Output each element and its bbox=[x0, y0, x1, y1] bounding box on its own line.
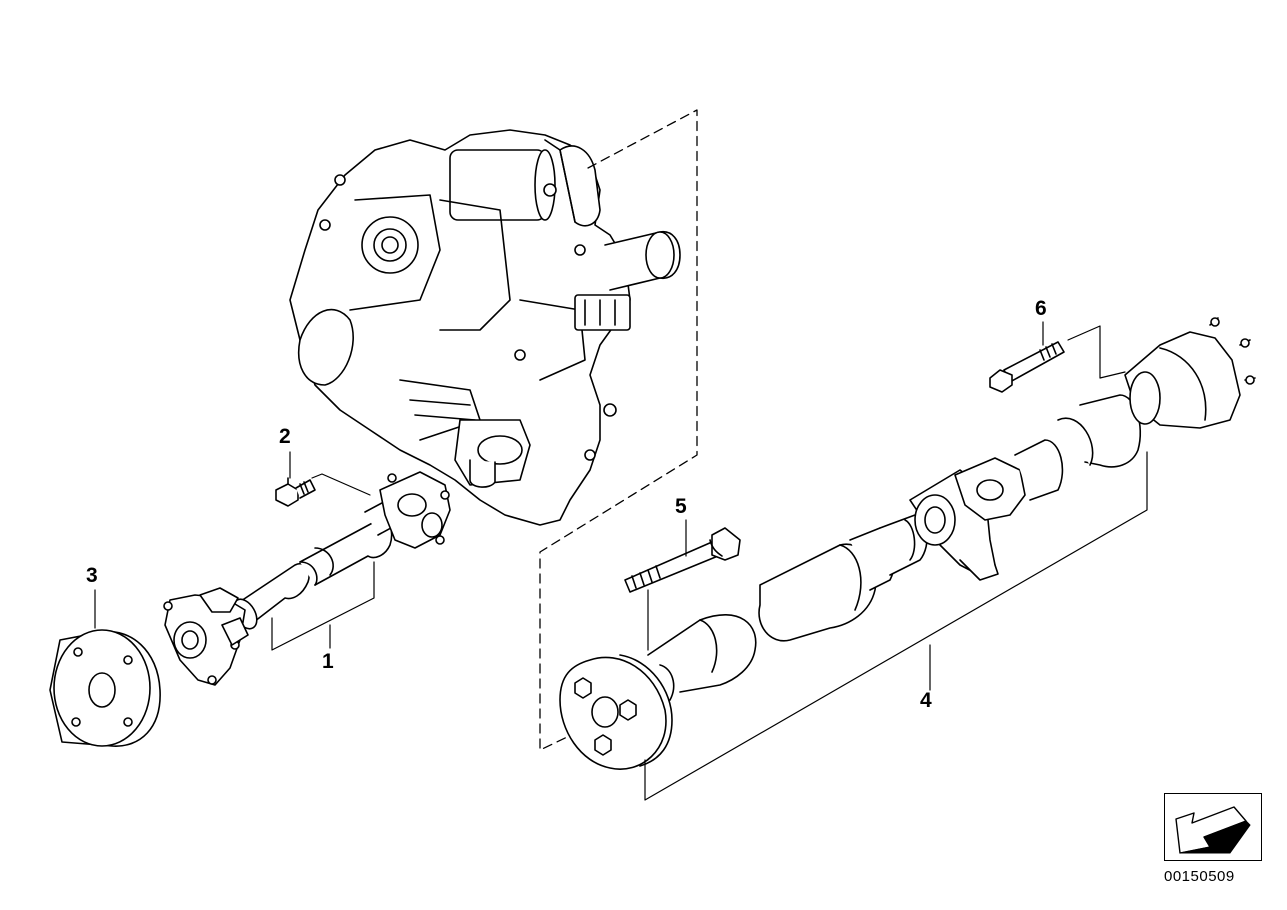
bolt-2 bbox=[275, 477, 316, 507]
leader-line-2 bbox=[289, 451, 371, 496]
bolt-5 bbox=[624, 527, 741, 593]
bolt-6 bbox=[989, 341, 1065, 393]
flex-disc-3 bbox=[49, 629, 161, 747]
dashed-assembly-line bbox=[539, 109, 698, 751]
leader-line-6 bbox=[1042, 321, 1126, 379]
transfer-case bbox=[289, 129, 681, 526]
callout-5[interactable]: 5 bbox=[675, 495, 687, 518]
leader-line-5 bbox=[647, 519, 687, 651]
arrow-icon[interactable] bbox=[1164, 793, 1262, 861]
callout-2[interactable]: 2 bbox=[279, 425, 291, 448]
callout-1[interactable]: 1 bbox=[322, 650, 334, 673]
callout-4[interactable]: 4 bbox=[920, 689, 932, 712]
reference-code: 00150509 bbox=[1164, 868, 1235, 885]
callout-3[interactable]: 3 bbox=[86, 564, 98, 587]
leader-line-4 bbox=[644, 451, 1148, 801]
leader-line-1 bbox=[271, 561, 375, 651]
callout-6[interactable]: 6 bbox=[1035, 297, 1047, 320]
front-drive-shaft bbox=[163, 471, 451, 686]
rear-drive-shaft bbox=[559, 317, 1256, 770]
